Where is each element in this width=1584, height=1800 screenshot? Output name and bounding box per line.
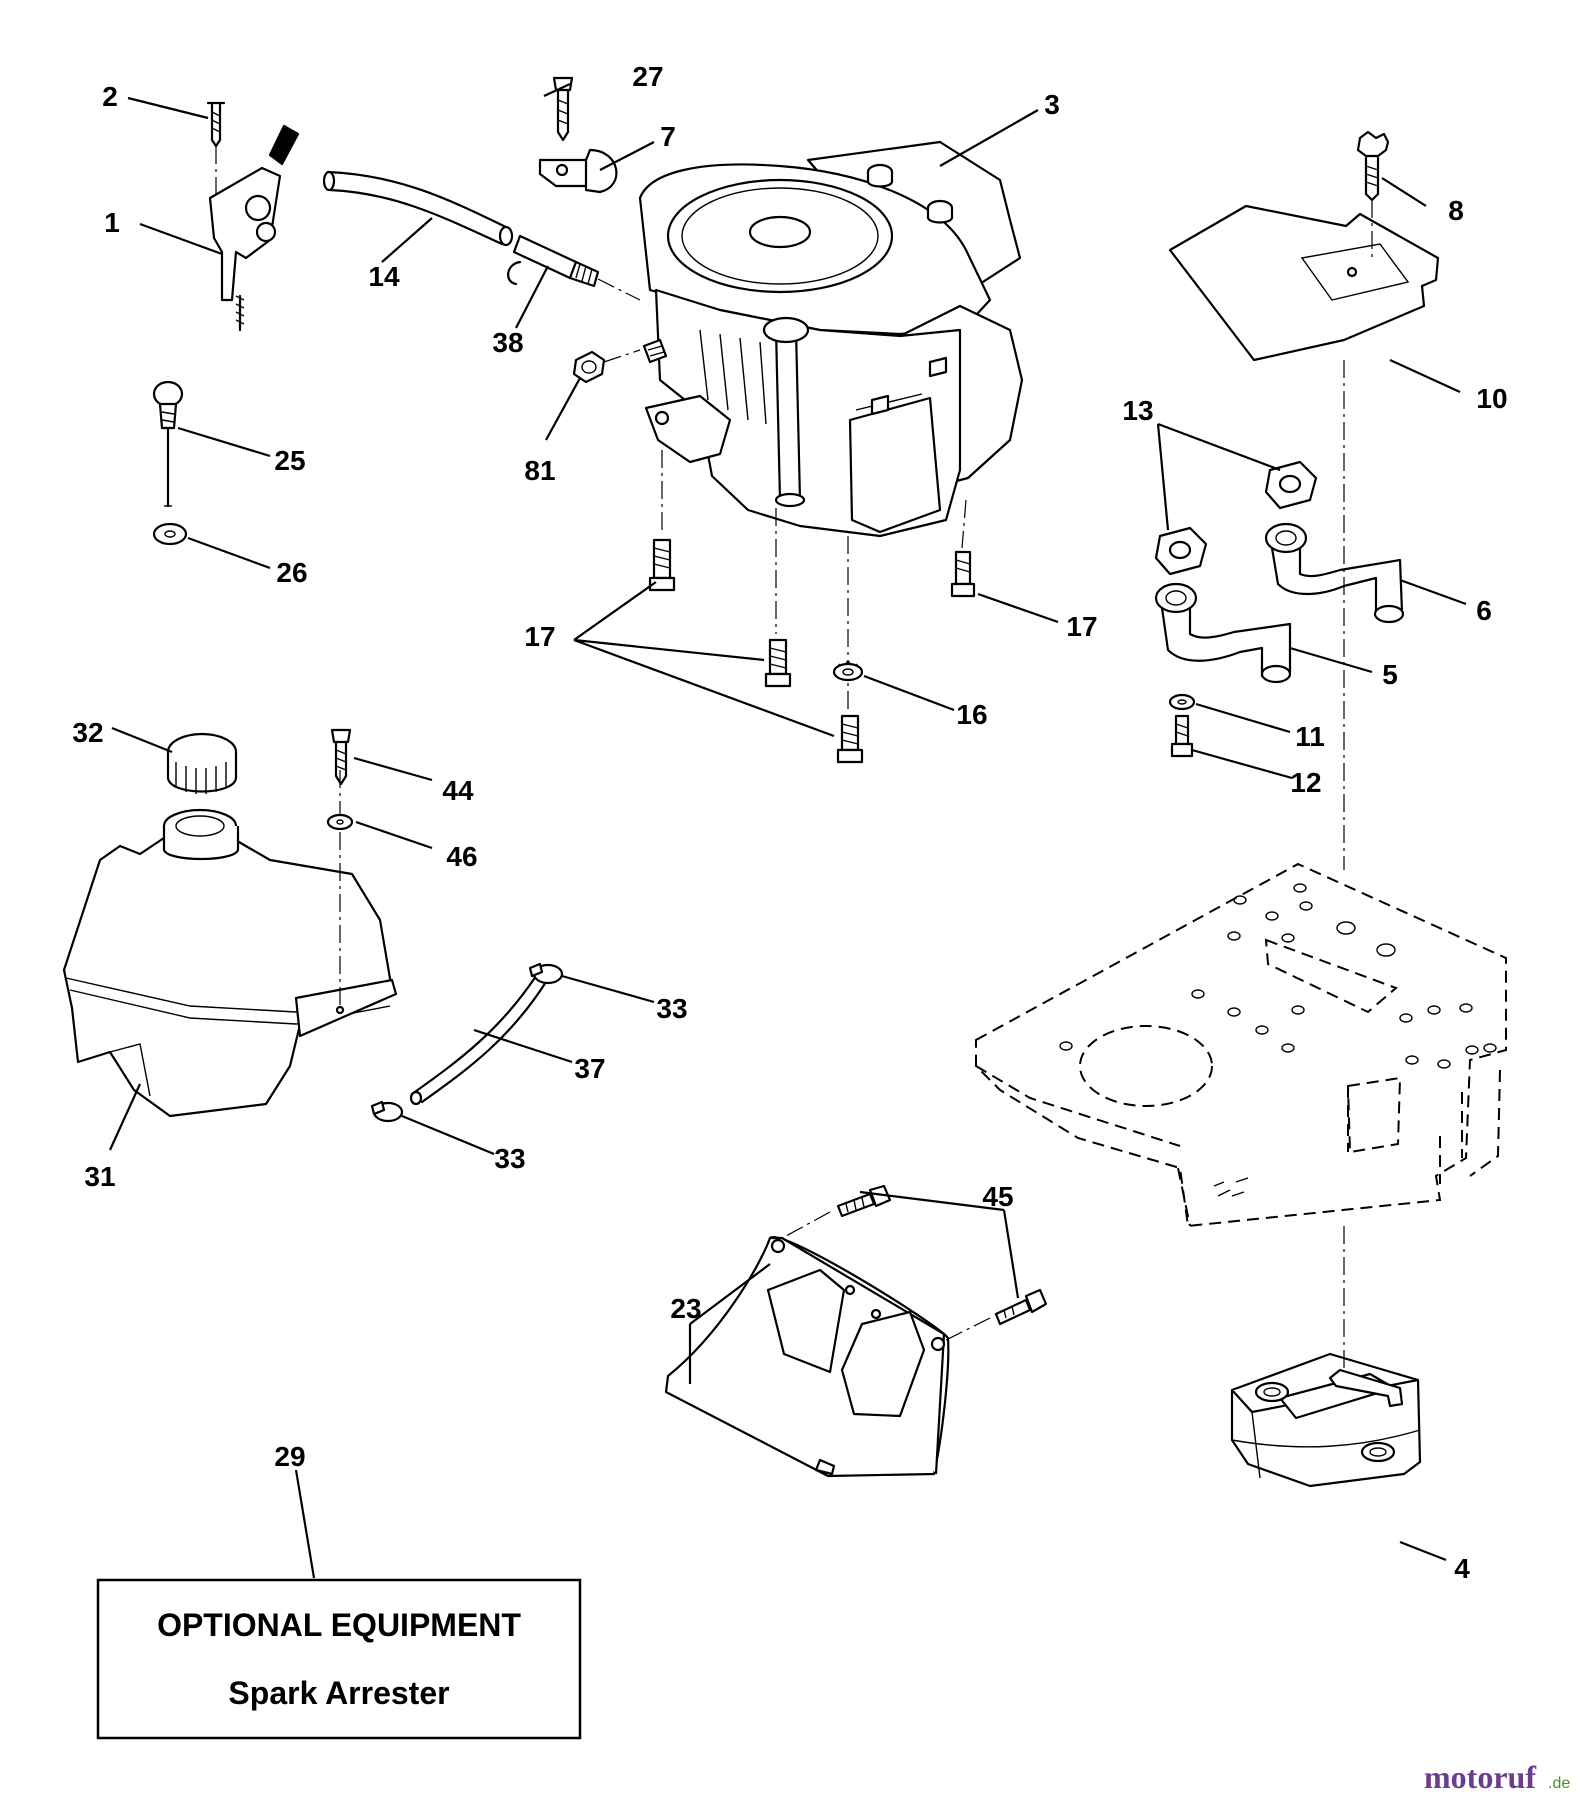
callout-7: 7 xyxy=(660,121,676,152)
callout-3: 3 xyxy=(1044,89,1060,120)
callout-13: 13 xyxy=(1122,395,1153,426)
engine-part xyxy=(638,140,1024,712)
callout-12: 12 xyxy=(1290,767,1321,798)
callout-32: 32 xyxy=(72,717,103,748)
bolt-2 xyxy=(764,638,792,688)
callout-38: 38 xyxy=(492,327,523,358)
fuel-cap-part xyxy=(166,732,238,794)
clamp-33b-part xyxy=(370,1100,404,1123)
callout-81: 81 xyxy=(524,455,555,486)
optional-equipment-title: OPTIONAL EQUIPMENT xyxy=(157,1607,521,1643)
callout-29: 29 xyxy=(274,1441,305,1472)
muffler-part xyxy=(1230,1226,1422,1488)
callout-5: 5 xyxy=(1382,659,1398,690)
choke-knob-part xyxy=(152,380,184,508)
callout-33-bottom: 33 xyxy=(494,1143,525,1174)
bolt-4 xyxy=(950,550,976,598)
callout-27: 27 xyxy=(632,61,663,92)
clamp-33a-part xyxy=(528,962,564,985)
fuel-line-part xyxy=(409,974,548,1106)
callout-46: 46 xyxy=(446,841,477,872)
nut-part xyxy=(572,349,641,384)
exhaust-pipe-6 xyxy=(1264,522,1405,624)
gasket-part xyxy=(1154,460,1318,576)
callout-17-right: 17 xyxy=(1066,611,1097,642)
heat-shield-part xyxy=(1168,130,1440,870)
washer-11-part xyxy=(1168,693,1196,711)
fuel-tank-part xyxy=(62,770,398,1118)
watermark-brand: motoruf xyxy=(1424,1759,1536,1795)
clamp-and-screw-part xyxy=(538,76,618,194)
callout-labels: 1 2 3 4 5 6 7 8 10 11 12 13 14 16 17 17 … xyxy=(72,61,1507,1584)
bolt-12-part xyxy=(1170,714,1194,758)
callout-10: 10 xyxy=(1476,383,1507,414)
frame-outline xyxy=(975,862,1507,1228)
callout-2: 2 xyxy=(102,81,118,112)
callout-44: 44 xyxy=(442,775,474,806)
callout-25: 25 xyxy=(274,445,305,476)
callout-8: 8 xyxy=(1448,195,1464,226)
callout-14: 14 xyxy=(368,261,400,292)
fuel-fitting-part xyxy=(507,234,641,301)
bolt-3 xyxy=(836,714,864,764)
optional-equipment-box: OPTIONAL EQUIPMENT Spark Arrester xyxy=(96,1578,582,1740)
callout-4: 4 xyxy=(1454,1553,1470,1584)
callout-31: 31 xyxy=(84,1161,115,1192)
callout-17-left: 17 xyxy=(524,621,555,652)
mounting-plate-part xyxy=(664,1235,950,1478)
washer-46-part xyxy=(326,813,354,831)
callout-23: 23 xyxy=(670,1293,701,1324)
exhaust-pipe-5 xyxy=(1154,582,1292,684)
watermark-logo: motoruf .de xyxy=(1424,1759,1570,1795)
callout-16: 16 xyxy=(956,699,987,730)
callout-6: 6 xyxy=(1476,595,1492,626)
callout-26: 26 xyxy=(276,557,307,588)
throttle-control-part xyxy=(206,101,300,332)
callout-33-top: 33 xyxy=(656,993,687,1024)
watermark-suffix: .de xyxy=(1548,1775,1570,1792)
fuel-hose-part xyxy=(322,170,514,247)
optional-equipment-subtitle: Spark Arrester xyxy=(228,1675,449,1711)
callout-11: 11 xyxy=(1295,721,1325,752)
callout-37: 37 xyxy=(574,1053,605,1084)
callout-45: 45 xyxy=(982,1181,1013,1212)
lock-washer-part xyxy=(832,661,864,682)
washer-26-part xyxy=(152,522,188,546)
leader-lines xyxy=(108,83,1467,1579)
screw-44-part xyxy=(330,728,352,786)
bolt-45-part xyxy=(785,1184,1048,1341)
callout-1: 1 xyxy=(104,207,120,238)
